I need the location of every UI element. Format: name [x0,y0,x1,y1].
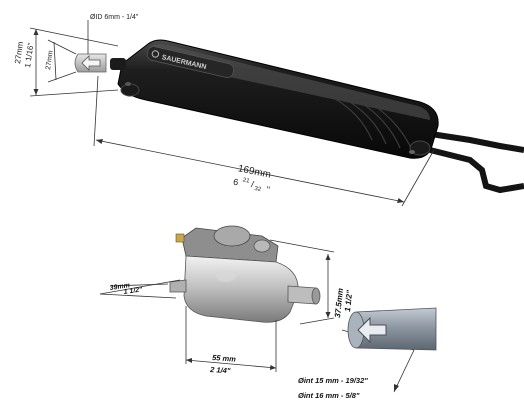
body-depth-mm: 27mm [45,50,55,70]
body-highlight [216,270,236,282]
reservoir-height-in: 1 1/2" [343,290,354,313]
reservoir-length-mm: 55 mm [212,353,237,364]
tube-diameter-16: Øint 16 mm - 5/8" [298,391,360,400]
body-height-in: 1 1/16" [23,42,35,68]
body-length-in-den: 32 [254,186,262,193]
outlet-hose [417,129,524,153]
swoosh-line [359,101,401,149]
body-length-in-whole: 6 [232,177,239,188]
inlet-diameter-label: ØID 6mm - 1/4" [90,14,139,21]
drain-tube [347,307,437,351]
mounting-ear-right [409,140,431,156]
reservoir-width-mm: 39mm [109,282,130,292]
outlet-opening [311,287,321,305]
pump-top-view: SAUERMANN [74,39,524,194]
mounting-ear-left [120,83,140,97]
reservoir-unit [169,225,321,323]
svg-text:/: / [250,179,255,189]
reservoir-length-in: 2 1/4" [209,365,231,375]
reservoir-width-in: 1 1/2" [123,286,143,296]
flow-arrow-icon [81,55,101,71]
body-length-mm: 169mm [237,163,272,180]
side-inlet [169,279,187,293]
swoosh-line [344,98,387,145]
length-dimension-text: 169mm 6 21 / 32 " [232,163,272,195]
swoosh-line [329,95,373,141]
inlet-barb [110,58,126,70]
float-switch-contact [175,233,185,243]
brand-logo-icon [151,50,160,58]
mounting-hole-icon [125,82,131,86]
reservoir-height-mm: 37.5mm [333,288,345,319]
body-length-in-num: 21 [242,177,250,184]
top-dimension-arrows [33,29,404,203]
mounting-hole-icon [409,150,415,154]
flow-arrow-icon [357,316,387,344]
tube-diameter-15: Øint 15 mm - 19/32" [298,376,368,385]
top-dimension-lines [29,20,435,207]
body-height-mm: 27mm [13,41,25,65]
reservoir-body [183,255,299,323]
body-length-in-quote: " [265,184,270,194]
lid-dome [213,225,251,247]
lid-connector [253,239,271,253]
bottom-dimension-arrows [186,254,399,392]
electric-cable [429,147,524,194]
swoosh-line [374,105,413,151]
